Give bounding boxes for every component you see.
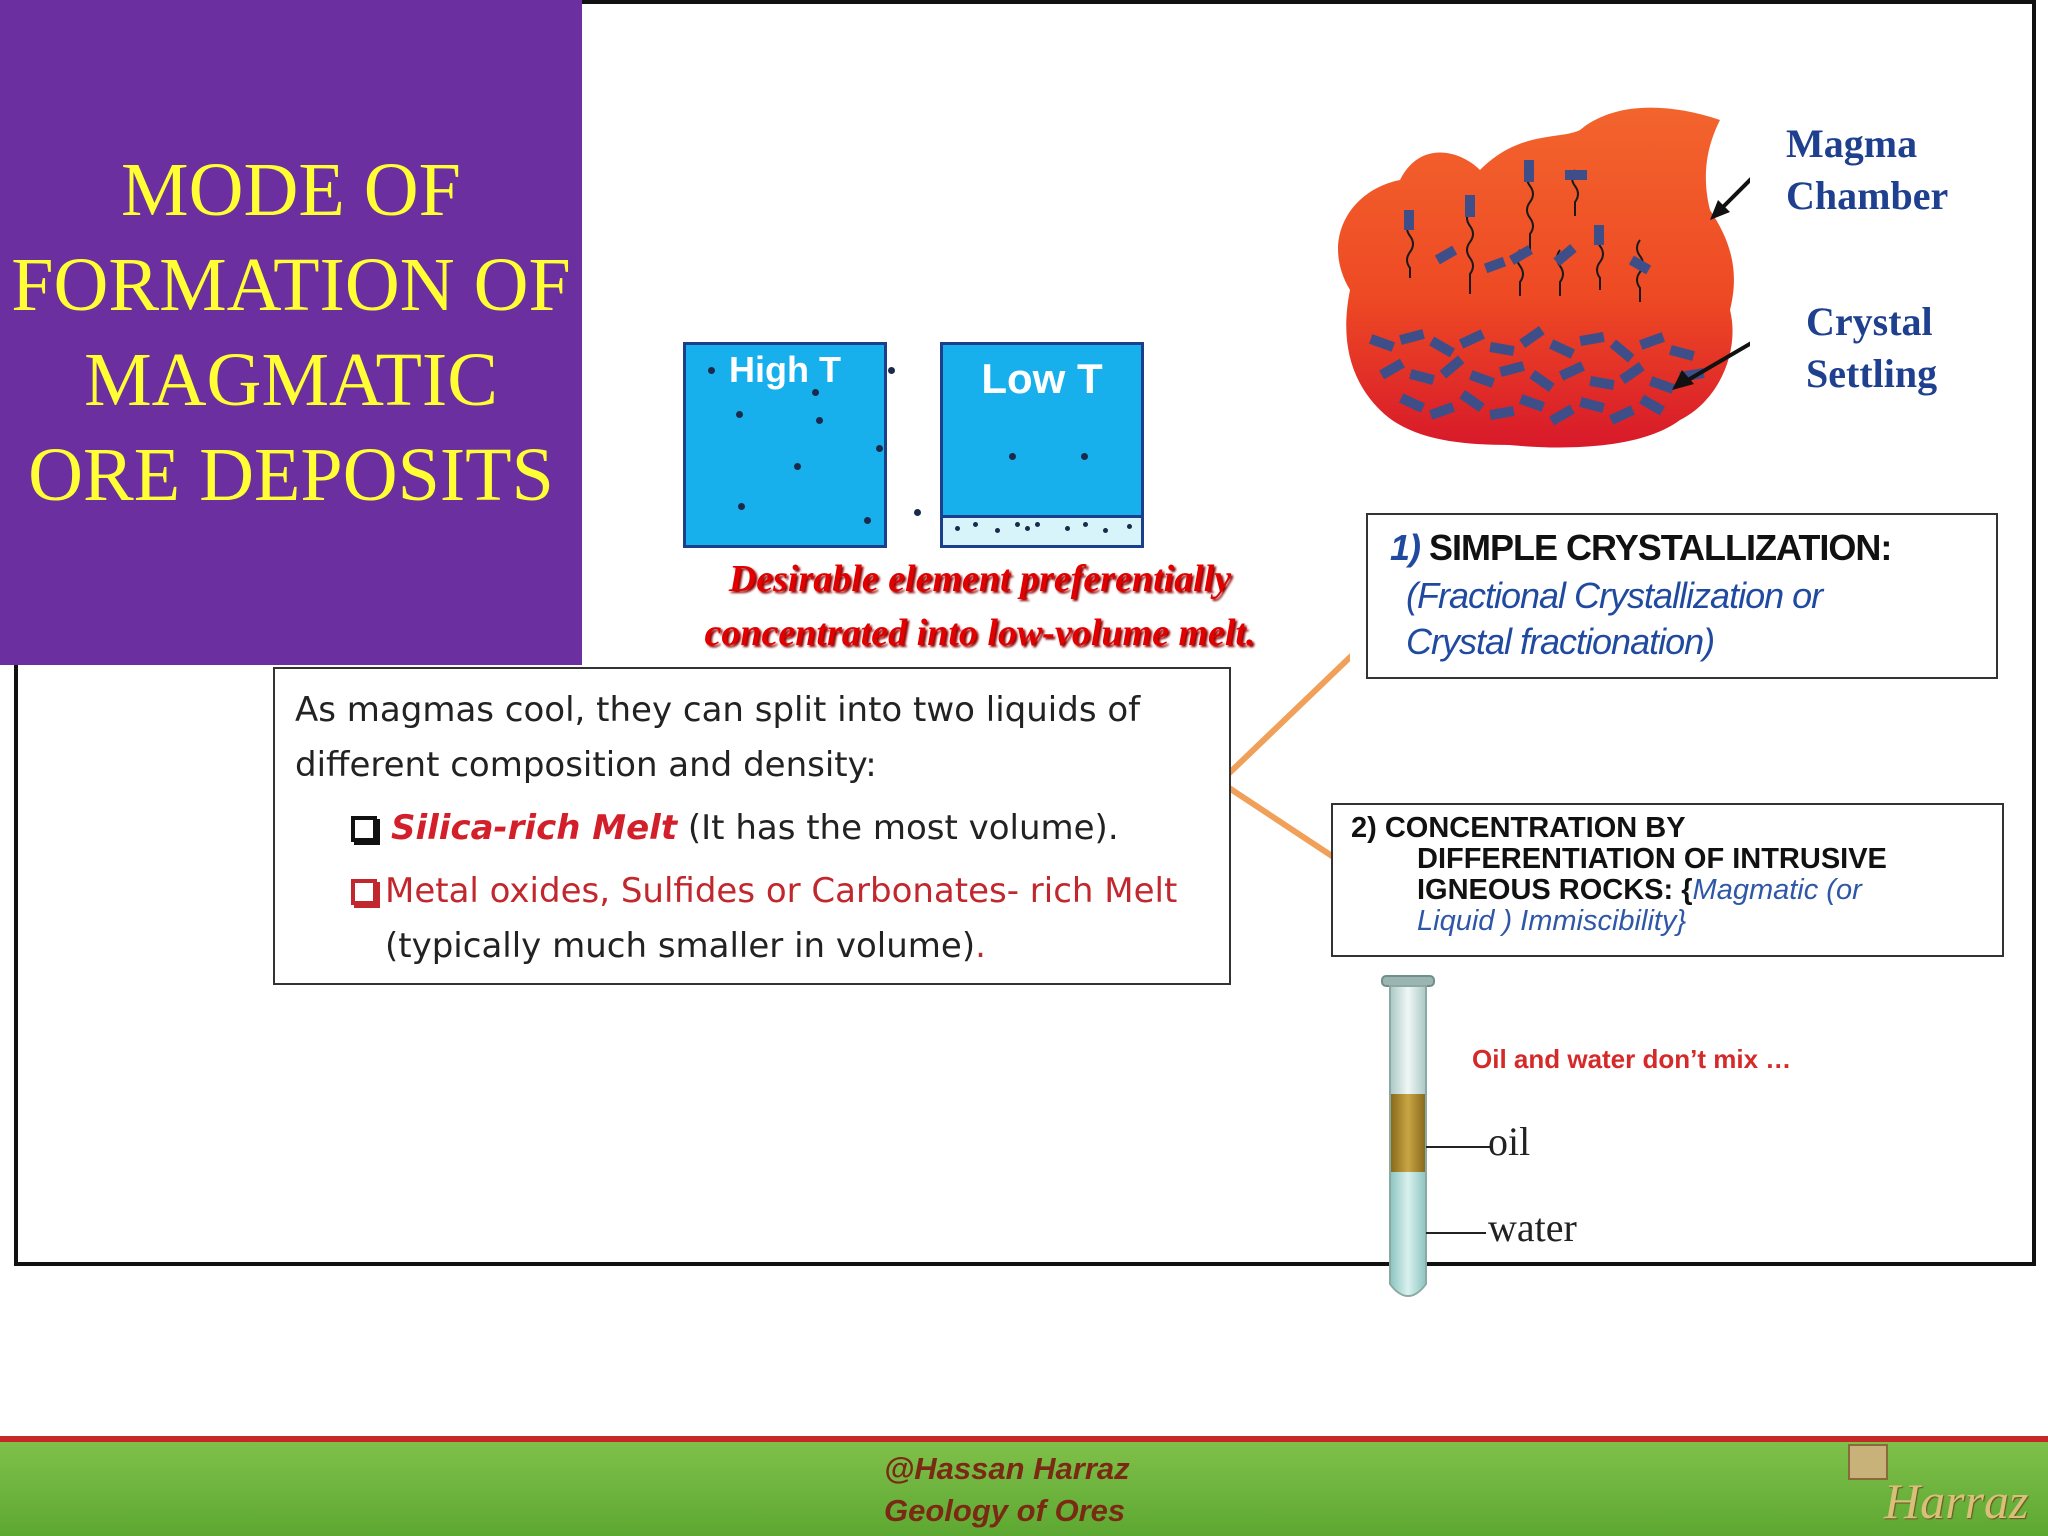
settling-pointer-arrow [1686, 341, 1750, 382]
melt-particle [812, 389, 819, 396]
box1-title: SIMPLE CRYSTALLIZATION: [1420, 527, 1892, 568]
water-label: water [1488, 1205, 1577, 1250]
oil-label: oil [1488, 1119, 1531, 1164]
box2-line-4: Liquid ) Immiscibility} [1417, 905, 1687, 937]
melt-particle [864, 517, 871, 524]
harraz-logo: Harraz [1844, 1442, 2044, 1532]
metal-melt-term: Metal oxides, Sulfides or Carbonates- ri… [385, 871, 1178, 911]
tube-rim [1381, 975, 1435, 987]
test-tube-diagram [1381, 975, 1435, 1297]
caption-line-2: concentrated into low-volume melt. [704, 612, 1256, 654]
magma-chamber-shape [1338, 107, 1734, 448]
bullet-metal-melt: Metal oxides, Sulfides or Carbonates- ri… [295, 864, 1209, 974]
bullet-silica-melt: Silica-rich Melt (It has the most volume… [295, 801, 1209, 856]
box1-sub-line-1: (Fractional Crystallization or [1406, 575, 1823, 616]
oil-leader-line [1426, 1146, 1490, 1148]
water-layer [1391, 1172, 1425, 1295]
box2-line-1: 2) CONCENTRATION BY [1351, 812, 1686, 844]
magma-chamber-label: Magma Chamber [1786, 118, 1948, 222]
oil-layer [1391, 1094, 1425, 1172]
melt-particle [816, 417, 823, 424]
box2-line-3-blue: Magmatic (or [1692, 874, 1862, 906]
checkbox-square-icon [351, 879, 377, 905]
metal-melt-description: (typically much smaller in volume) [385, 926, 976, 966]
melt-particle [1009, 453, 1016, 460]
melt-particle [1081, 453, 1088, 460]
melt-particle [1035, 522, 1040, 527]
melt-particle [955, 526, 960, 531]
falling-crystals [1404, 160, 1652, 275]
settling-label-line-1: Crystal [1806, 299, 1933, 344]
box1-number: 1) [1390, 527, 1421, 568]
simple-crystallization-box: 1) SIMPLE CRYSTALLIZATION: (Fractional C… [1366, 513, 1998, 679]
melt-particle [736, 411, 743, 418]
high-temperature-box: High T [683, 342, 921, 548]
connector-to-box1 [1220, 653, 1350, 785]
footer-bar [0, 1436, 2048, 1536]
melt-particle [1065, 526, 1070, 531]
magma-chamber-diagram [1338, 107, 1750, 448]
chamber-pointer-arrow [1718, 177, 1750, 212]
box1-sub-line-2: Crystal fractionation) [1406, 621, 1715, 662]
differentiation-box: 2) CONCENTRATION BY DIFFERENTIATION OF I… [1331, 803, 2004, 957]
intro-text: As magmas cool, they can split into two … [295, 690, 1141, 785]
box2-line-3: IGNEOUS ROCKS: {Magmatic (or [1351, 875, 1984, 906]
caption-line-1: Desirable element preferentially [728, 558, 1232, 600]
melt-particle [914, 509, 921, 516]
melt-particle [1083, 522, 1088, 527]
title-panel: MODE OF FORMATION OF MAGMATIC ORE DEPOSI… [0, 0, 582, 665]
silica-melt-description: (It has the most volume). [677, 808, 1119, 848]
melt-particle [973, 522, 978, 527]
connector-lines [1220, 653, 1350, 863]
crystal-settling-label: Crystal Settling [1806, 296, 1937, 400]
melt-particle [876, 445, 883, 452]
melt-particle [1103, 528, 1108, 533]
high-t-label: High T [729, 349, 841, 390]
melt-particle [794, 463, 801, 470]
connector-to-box2 [1220, 779, 1340, 863]
footer-course: Geology of Ores [884, 1493, 1126, 1528]
metal-melt-end: . [975, 926, 986, 966]
melt-particle [995, 528, 1000, 533]
low-volume-melt-layer [943, 515, 1141, 545]
checkbox-square-icon [351, 816, 377, 842]
footer-author: @Hassan Harraz [884, 1451, 1130, 1486]
author-photo-icon [1848, 1444, 1888, 1480]
chamber-pointer-head [1710, 200, 1730, 220]
box2-line-3-bold: IGNEOUS ROCKS: { [1417, 874, 1693, 906]
oil-water-note: Oil and water don’t mix … [1472, 1044, 1792, 1074]
crystal-layer [1369, 326, 1705, 426]
settling-pointer-head [1672, 370, 1694, 390]
footer-credit: @Hassan Harraz Geology of Ores [884, 1448, 1130, 1532]
slide-title: MODE OF FORMATION OF MAGMATIC ORE DEPOSI… [11, 147, 571, 517]
melt-particle [738, 503, 745, 510]
magma-label-line-2: Chamber [1786, 173, 1949, 218]
concentration-caption: Desirable element preferentially concent… [600, 552, 1360, 660]
water-leader-line [1426, 1232, 1486, 1234]
low-temperature-box: Low T [940, 342, 1144, 548]
logo-signature: Harraz [1884, 1473, 2029, 1529]
box1-heading: 1) SIMPLE CRYSTALLIZATION: [1390, 527, 1974, 569]
box2-line-2: DIFFERENTIATION OF INTRUSIVE [1417, 843, 1887, 875]
silica-melt-term: Silica-rich Melt [391, 808, 678, 848]
melt-particle [888, 367, 895, 374]
settling-label-line-2: Settling [1806, 351, 1938, 396]
melt-particle [1015, 522, 1020, 527]
low-t-label: Low T [981, 355, 1103, 402]
melt-particle [1127, 524, 1132, 529]
immiscibility-explanation-box: As magmas cool, they can split into two … [273, 667, 1231, 985]
melt-particle [1025, 526, 1030, 531]
melt-particle [708, 367, 715, 374]
magma-label-line-1: Magma [1786, 121, 1918, 166]
